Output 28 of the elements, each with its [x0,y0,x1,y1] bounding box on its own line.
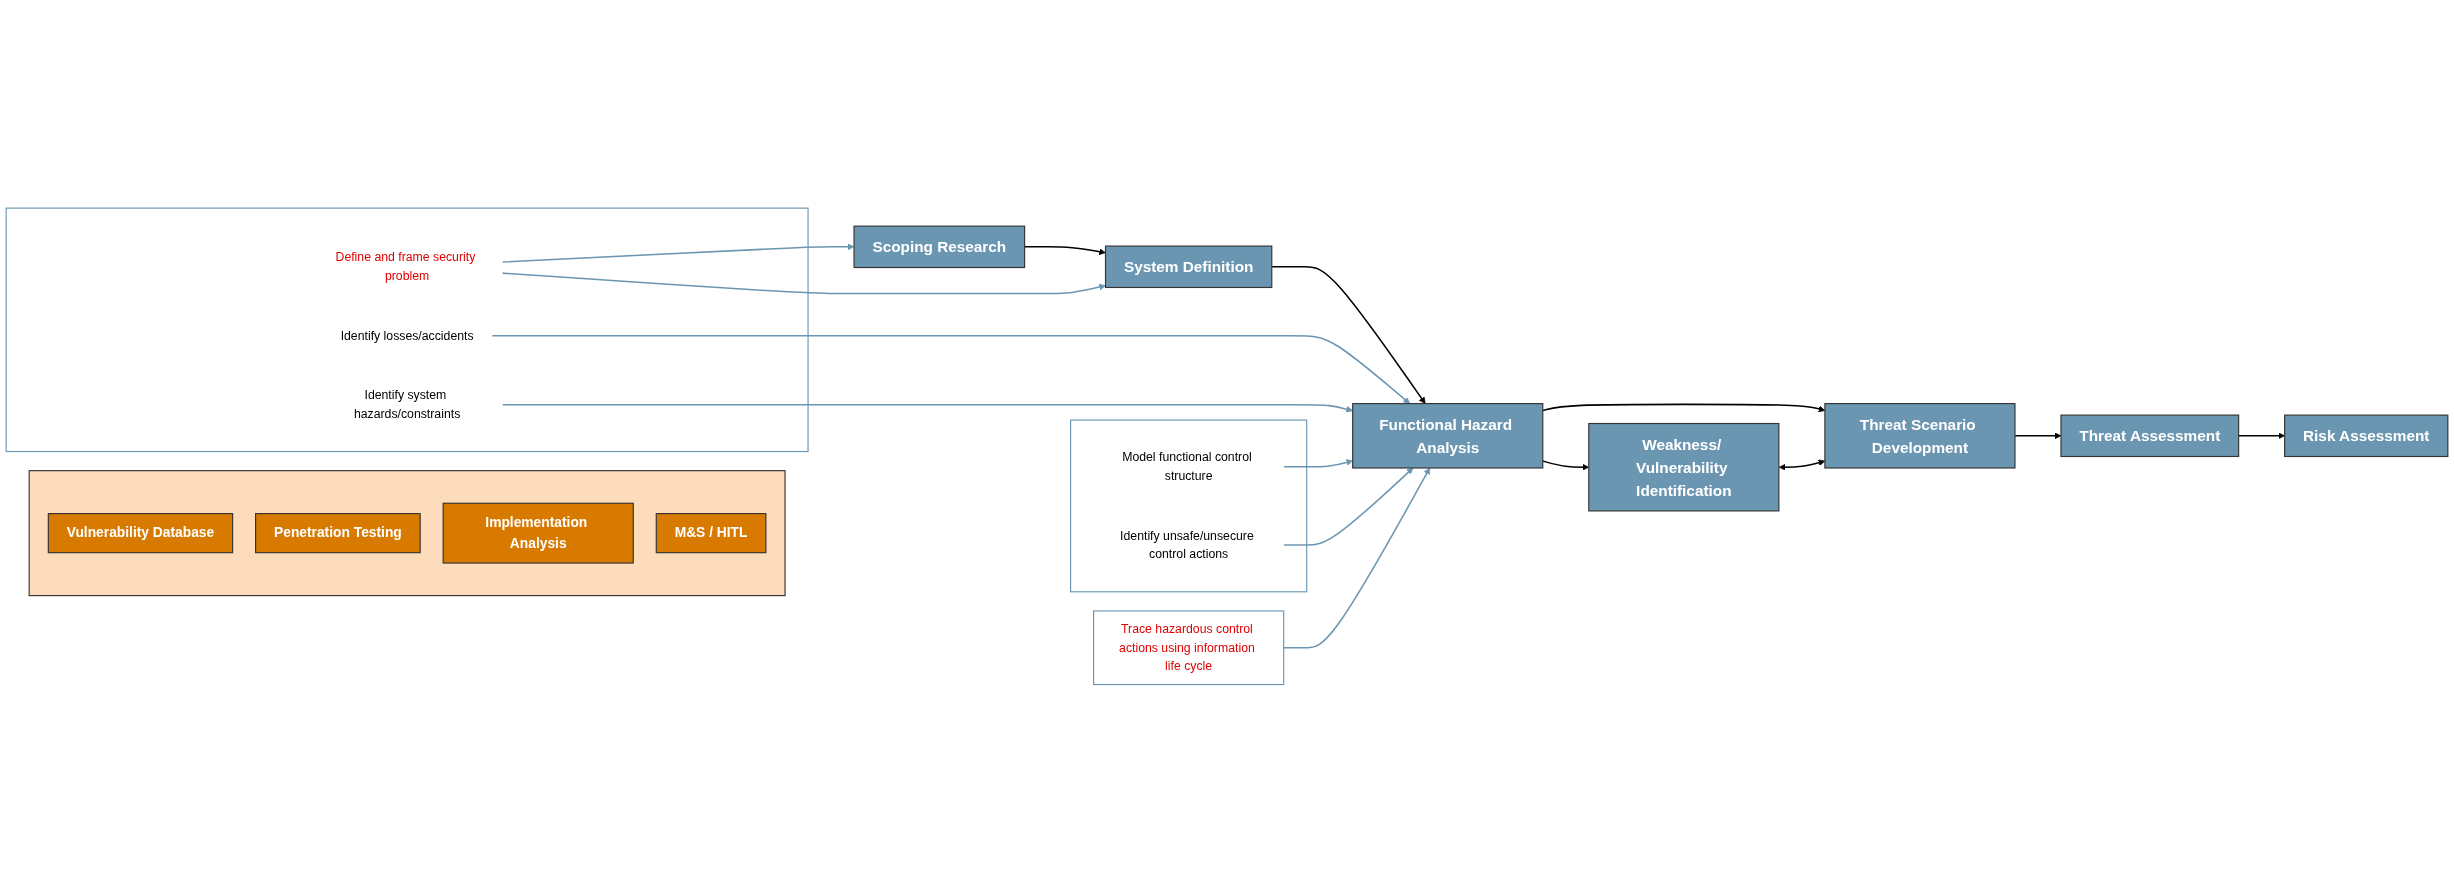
arrow [491,335,1411,405]
cluster [1070,419,1308,593]
arrow [501,243,855,263]
node-text: Identify system hazards/constraints [353,388,461,421]
node-box: Threat Scenario Development [1824,403,2016,469]
cluster [5,207,809,453]
node-box: Functional Hazard Analysis [1352,403,1544,469]
node-text: Identify unsafe/unsecure control actions [1120,529,1254,561]
cluster [28,470,786,597]
arrow [1282,467,1431,649]
node-box: Vulnerability Database [47,513,234,554]
arrow [501,272,1106,295]
node-box: Implementation Analysis [442,502,634,564]
node-box: Scoping Research [853,225,1026,269]
node-box: Trace hazardous control actions using information life cycle [1093,610,1285,686]
arrow [501,404,1353,413]
node-box: System Definition [1104,245,1273,289]
node-box: M&S / HITL [655,513,767,554]
node-box: Risk Assessment [2284,414,2449,458]
arrow [1282,459,1353,468]
arrow [1271,266,1426,405]
node-text: Model functional control structure [1122,450,1252,483]
node-text: Define and frame security problem [335,250,476,283]
arrow [1282,467,1414,546]
node-box: Penetration Testing [255,513,421,554]
node-text: Identify losses/accidents [340,329,474,343]
node-box: Weakness/ Vulnerability Identification [1588,423,1780,512]
node-box: Threat Assessment [2060,414,2240,458]
